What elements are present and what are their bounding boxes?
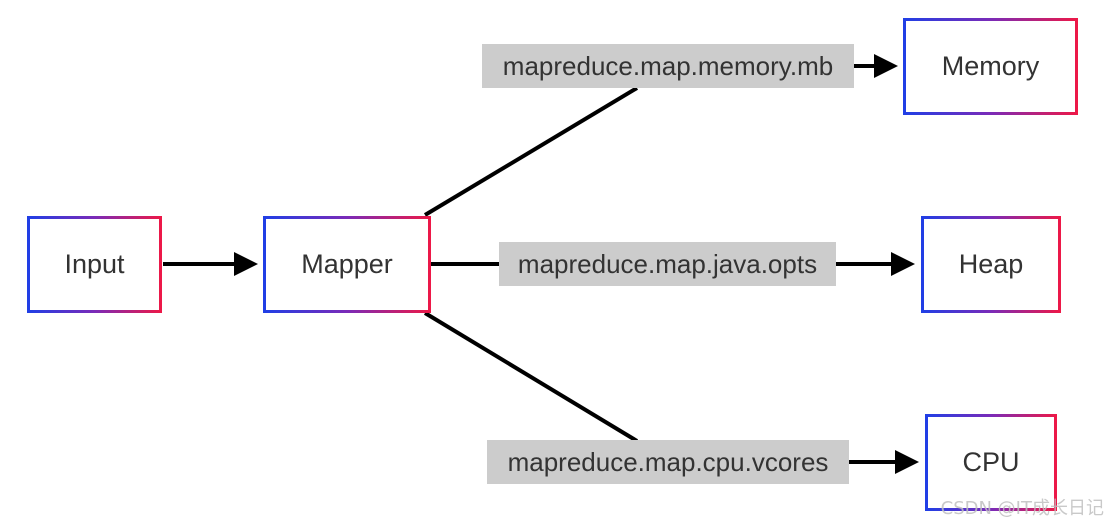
edge-mapper-memory bbox=[423, 54, 898, 217]
edge-label-memory: mapreduce.map.memory.mb bbox=[482, 44, 854, 88]
watermark: CSDN @IT成长日记 bbox=[940, 498, 1104, 519]
edge-label-cpu: mapreduce.map.cpu.vcores bbox=[487, 440, 849, 484]
edge-input-mapper bbox=[163, 252, 258, 276]
node-mapper[interactable]: Mapper bbox=[263, 216, 431, 313]
node-input-label: Input bbox=[64, 249, 125, 279]
node-input[interactable]: Input bbox=[27, 216, 162, 313]
node-mapper-label: Mapper bbox=[301, 249, 393, 279]
node-heap[interactable]: Heap bbox=[921, 216, 1061, 313]
node-cpu-label: CPU bbox=[962, 447, 1020, 477]
node-memory-label: Memory bbox=[941, 51, 1040, 81]
node-heap-label: Heap bbox=[958, 249, 1024, 279]
edge-mapper-heap bbox=[431, 252, 915, 276]
edge-label-heap: mapreduce.map.java.opts bbox=[499, 242, 836, 286]
edge-mapper-cpu bbox=[423, 311, 919, 474]
node-memory[interactable]: Memory bbox=[903, 18, 1078, 115]
node-cpu[interactable]: CPU bbox=[925, 414, 1057, 511]
